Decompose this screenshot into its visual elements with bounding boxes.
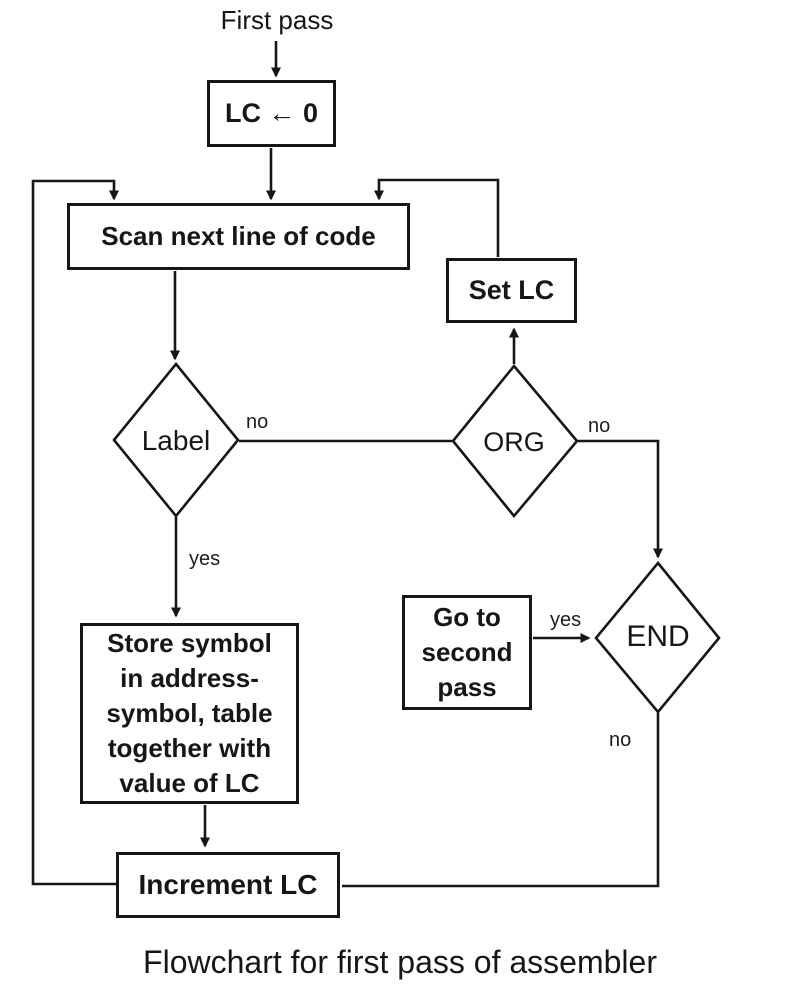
edge-increment-loop-to-scan <box>31 179 119 886</box>
figure-caption: Flowchart for first pass of assembler <box>143 944 657 980</box>
end-decision-shape <box>594 560 721 715</box>
node-lc-init-label: LC ← 0 <box>224 98 318 128</box>
node-store-symbol: Store symbol in address- symbol, table t… <box>80 623 299 804</box>
node-store-line-5: value of LC <box>119 768 260 798</box>
edge-label-end-no: no <box>609 729 632 751</box>
edge-end-no-to-increment <box>342 713 660 888</box>
org-decision-shape <box>451 363 579 519</box>
node-store-line-3: symbol, table <box>106 698 273 728</box>
edge-setlc-to-scan <box>374 178 500 257</box>
node-increment-lc: Increment LC <box>116 852 340 918</box>
node-scan-next-line: Scan next line of code <box>67 203 410 270</box>
edge-label-label-yes: yes <box>189 548 221 570</box>
node-store-line-4: together with <box>107 733 272 763</box>
node-goto-second-pass: Go to second pass <box>402 595 532 710</box>
node-set-lc: Set LC <box>446 258 577 323</box>
edge-label-label-no: no <box>246 411 269 433</box>
label-decision-shape <box>112 361 240 519</box>
edge-label-org-no: no <box>588 415 611 437</box>
node-store-line-1: Store symbol <box>107 628 272 658</box>
start-label: First pass <box>220 5 334 35</box>
node-goto-line-3: pass <box>437 672 497 702</box>
org-decision-text: ORG <box>483 427 545 457</box>
node-scan-next-line-label: Scan next line of code <box>101 221 376 251</box>
label-decision-text: Label <box>141 425 211 456</box>
end-decision-text: END <box>626 620 690 653</box>
node-store-line-2: in address- <box>120 663 259 693</box>
edge-org-no-to-end <box>578 439 663 559</box>
node-goto-line-1: Go to <box>433 602 501 632</box>
node-increment-lc-label: Increment LC <box>138 869 318 900</box>
node-goto-line-2: second <box>421 637 513 667</box>
node-lc-init: LC ← 0 <box>207 80 336 147</box>
node-set-lc-label: Set LC <box>468 275 555 305</box>
edge-label-end-yes: yes <box>550 609 582 631</box>
